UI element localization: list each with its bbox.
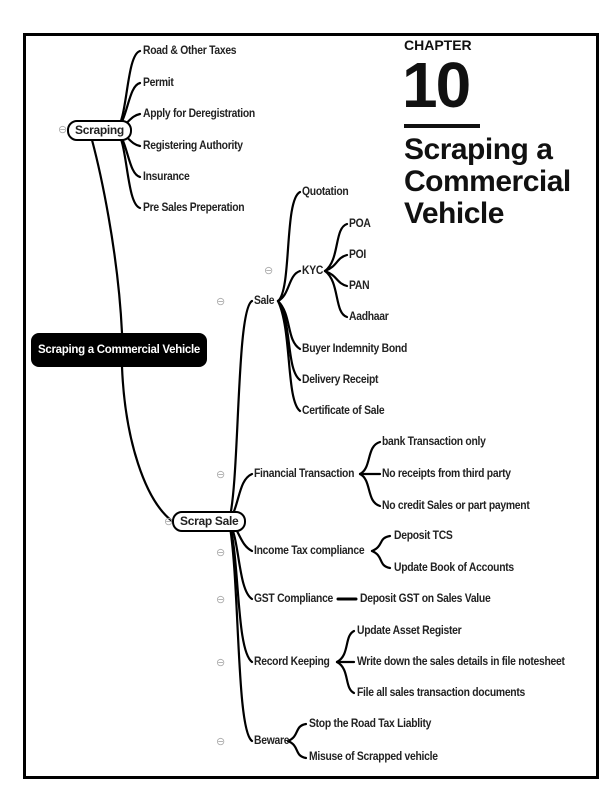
connector [323, 269, 349, 319]
connector [323, 222, 349, 273]
connector [276, 299, 302, 413]
chapter-title: Scraping a Commercial Vehicle [404, 134, 571, 230]
node-bank-only[interactable]: bank Transaction only [382, 436, 486, 448]
connector [370, 549, 392, 570]
connector [335, 629, 356, 664]
node-financial-transaction[interactable]: Financial Transaction [254, 468, 355, 480]
connector [286, 722, 308, 743]
chapter-label: CHAPTER [404, 37, 472, 53]
node-sale[interactable]: Sale [254, 295, 275, 307]
node-pan[interactable]: PAN [349, 280, 370, 292]
connector-root-scraping [90, 138, 124, 335]
node-aadhaar[interactable]: Aadhaar [349, 311, 389, 323]
chapter-underline [404, 124, 480, 128]
connector [323, 253, 349, 273]
node-misuse[interactable]: Misuse of Scrapped vehicle [309, 751, 438, 763]
node-no-credit[interactable]: No credit Sales or part payment [382, 500, 530, 512]
collapse-icon[interactable]: ⊖ [216, 469, 226, 481]
node-registering-authority[interactable]: Registering Authority [143, 140, 243, 152]
node-permit[interactable]: Permit [143, 77, 174, 89]
connector [358, 440, 382, 476]
collapse-icon[interactable]: ⊖ [264, 265, 274, 277]
node-income-tax[interactable]: Income Tax compliance [254, 545, 365, 557]
connector [370, 534, 392, 553]
node-file-documents[interactable]: File all sales transaction documents [357, 687, 526, 699]
root-node[interactable]: Scraping a Commercial Vehicle [31, 333, 207, 367]
node-certificate-of-sale[interactable]: Certificate of Sale [302, 405, 385, 417]
node-pre-sales[interactable]: Pre Sales Preperation [143, 202, 245, 214]
collapse-icon[interactable]: ⊖ [216, 547, 226, 559]
node-poa[interactable]: POA [349, 218, 371, 230]
connector [227, 299, 254, 523]
collapse-icon[interactable]: ⊖ [58, 124, 68, 136]
node-scrap-sale[interactable]: Scrap Sale [172, 511, 247, 532]
connector [286, 739, 308, 760]
collapse-icon[interactable]: ⊖ [216, 657, 226, 669]
connector [227, 519, 254, 743]
connector-root-scrapsale [120, 365, 174, 523]
connector [114, 49, 142, 132]
node-asset-register[interactable]: Update Asset Register [357, 625, 462, 637]
node-deposit-tcs[interactable]: Deposit TCS [394, 530, 453, 542]
chapter-title-line: Scraping a [404, 133, 553, 166]
node-road-tax-liability[interactable]: Stop the Road Tax Liablity [309, 718, 432, 730]
node-notesheet[interactable]: Write down the sales details in file not… [357, 656, 565, 668]
connector [114, 128, 142, 210]
node-deregistration[interactable]: Apply for Deregistration [143, 108, 255, 120]
page-frame [23, 33, 599, 779]
chapter-title-line: Vehicle [404, 197, 504, 230]
collapse-icon[interactable]: ⊖ [164, 516, 174, 528]
root-node-label: Scraping a Commercial Vehicle [38, 344, 200, 356]
connector [276, 269, 302, 303]
node-beware[interactable]: Beware [254, 735, 290, 747]
node-update-books[interactable]: Update Book of Accounts [394, 562, 514, 574]
node-deposit-gst[interactable]: Deposit GST on Sales Value [360, 593, 491, 605]
connector [335, 660, 356, 695]
connector [276, 190, 302, 303]
node-no-third-party[interactable]: No receipts from third party [382, 468, 511, 480]
node-quotation[interactable]: Quotation [302, 186, 349, 198]
collapse-icon[interactable]: ⊖ [216, 594, 226, 606]
collapse-icon[interactable]: ⊖ [216, 736, 226, 748]
node-delivery-receipt[interactable]: Delivery Receipt [302, 374, 379, 386]
connector [358, 472, 382, 508]
node-insurance[interactable]: Insurance [143, 171, 190, 183]
chapter-number: 10 [402, 49, 471, 121]
node-buyer-indemnity[interactable]: Buyer Indemnity Bond [302, 343, 408, 355]
node-road-taxes[interactable]: Road & Other Taxes [143, 45, 237, 57]
node-gst[interactable]: GST Compliance [254, 593, 334, 605]
node-record-keeping[interactable]: Record Keeping [254, 656, 330, 668]
node-scraping[interactable]: Scraping [67, 120, 132, 141]
node-kyc[interactable]: KYC [302, 265, 324, 277]
chapter-title-line: Commercial [404, 165, 571, 198]
collapse-icon[interactable]: ⊖ [216, 296, 226, 308]
node-poi[interactable]: POI [349, 249, 367, 261]
